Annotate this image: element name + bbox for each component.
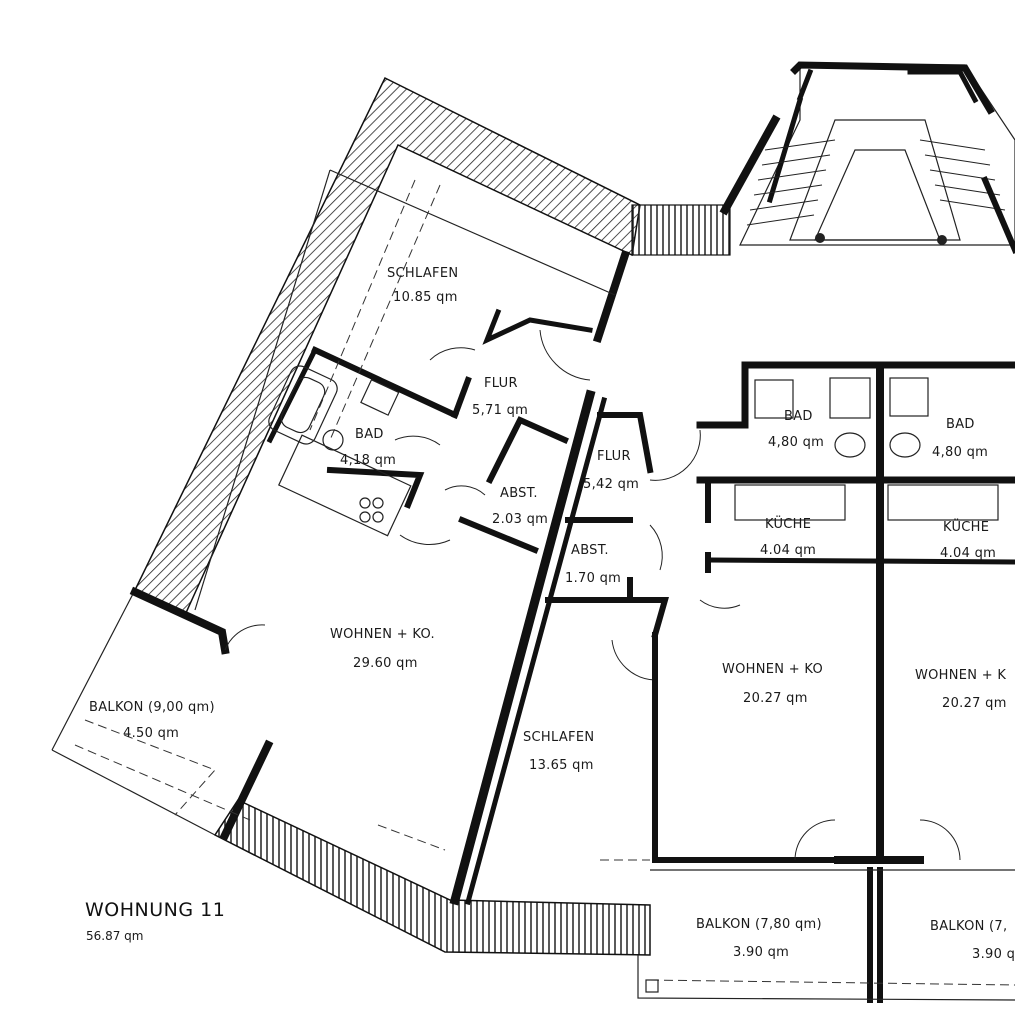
room-name: BAD: [355, 427, 384, 442]
room-name: KÜCHE: [943, 518, 989, 535]
room-name: BALKON (7,: [930, 919, 1007, 934]
room-area: 29.60 qm: [353, 656, 418, 671]
room-area: 13.65 qm: [529, 758, 594, 773]
room-area: 4,18 qm: [340, 453, 396, 468]
room-name: WOHNEN + KO: [722, 662, 823, 677]
room-name: FLUR: [484, 376, 518, 391]
room-name: SCHLAFEN: [387, 266, 458, 281]
room-area: 20.27 qm: [743, 691, 808, 706]
slope-lines: [74, 179, 650, 861]
room-area: 3.90 q: [972, 947, 1015, 962]
room-name: FLUR: [597, 449, 631, 464]
room-area: 4.50 qm: [123, 726, 179, 741]
room-name: BAD: [784, 409, 813, 424]
apartment-total-area: 56.87 qm: [86, 929, 143, 943]
apartment-title: WOHNUNG 11: [85, 899, 225, 921]
doors-left: [224, 329, 701, 681]
room-area: 1.70 qm: [565, 571, 621, 586]
room-area: 4,80 qm: [932, 445, 988, 460]
room-name: ABST.: [571, 543, 609, 558]
stairwell: [719, 61, 1015, 254]
room-labels: SCHLAFEN 10.85 qm FLUR 5,71 qm BAD 4,18 …: [85, 266, 1015, 962]
room-name: KÜCHE: [765, 515, 811, 532]
room-area: 2.03 qm: [492, 512, 548, 527]
room-name: SCHLAFEN: [523, 730, 594, 745]
room-area: 20.27 qm: [942, 696, 1007, 711]
room-area: 5,71 qm: [472, 403, 528, 418]
room-name: BAD: [946, 417, 975, 432]
fixtures-left: [268, 365, 412, 537]
room-area: 4.04 qm: [940, 546, 996, 561]
right-units-walls: [637, 361, 1015, 1003]
room-name: BALKON (7,80 qm): [696, 917, 822, 932]
room-area: 10.85 qm: [393, 290, 458, 305]
room-area: 4.04 qm: [760, 543, 816, 558]
apartment-11-walls: [51, 169, 669, 906]
room-area: 4,80 qm: [768, 435, 824, 450]
room-name: ABST.: [500, 486, 538, 501]
room-area: 5,42 qm: [583, 477, 639, 492]
room-name: WOHNEN + KO.: [330, 627, 435, 642]
room-name: BALKON (9,00 qm): [89, 700, 215, 715]
room-area: 3.90 qm: [733, 945, 789, 960]
room-name: WOHNEN + K: [915, 668, 1006, 683]
